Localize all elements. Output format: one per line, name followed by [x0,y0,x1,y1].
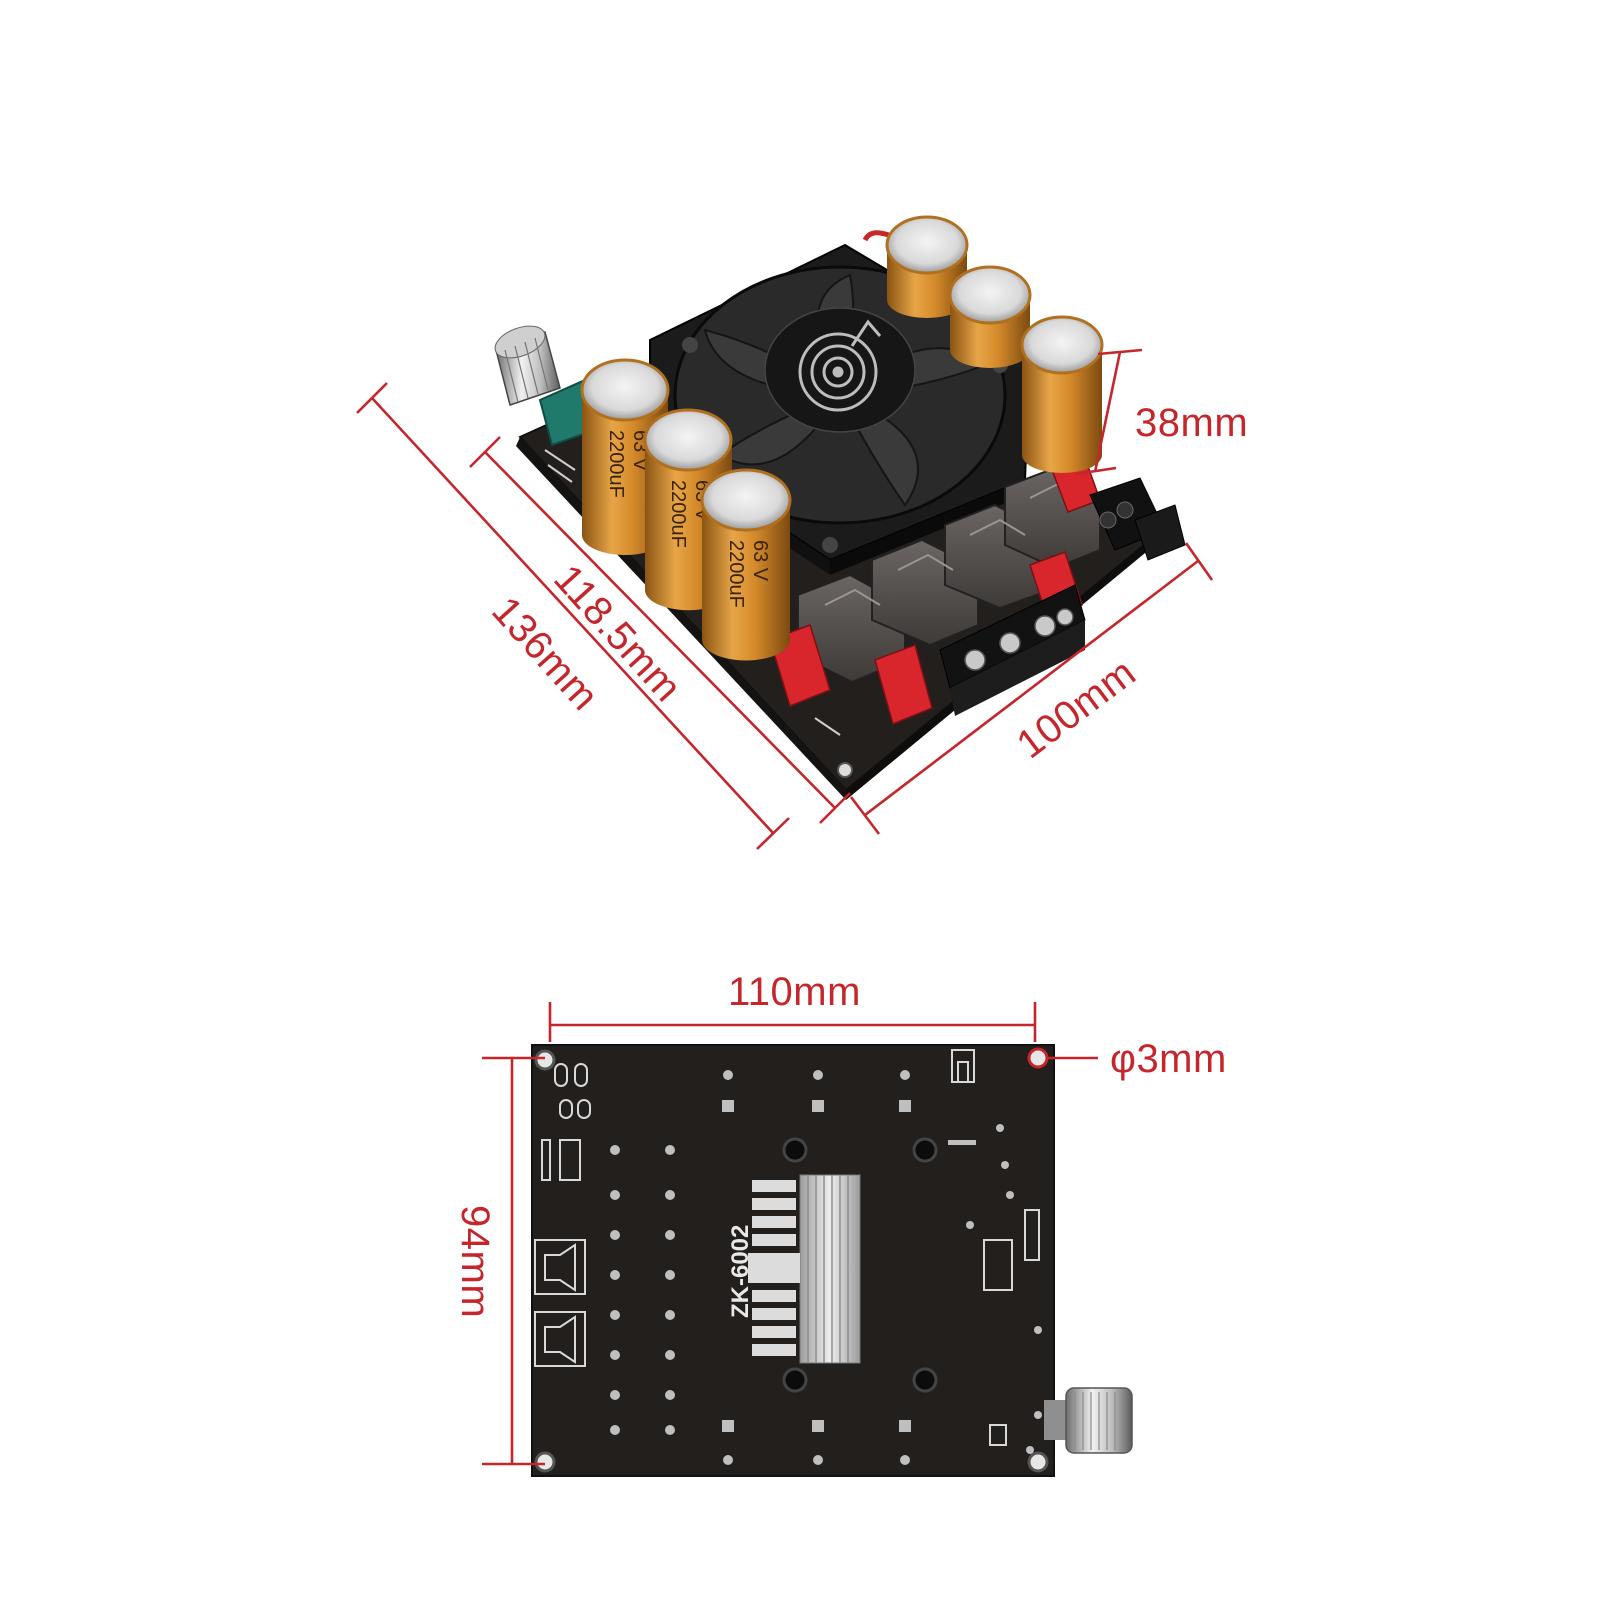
solder-pads [610,1070,911,1465]
speaker-right-icon [544,1315,576,1364]
mounting-hole-icon [1027,1047,1049,1069]
heatsink [748,1174,861,1364]
capacitors-left-row: 2200uF 63 V 2200uF 63 V 2200uF 63 V [580,358,792,661]
dim-height-label: 38mm [1135,401,1248,445]
mounting-hole-icon [1027,1451,1049,1473]
capacitor-capacitance-label: 2200uF [725,540,747,608]
mounting-hole-icon [534,1049,556,1071]
speaker-left-icon [544,1243,576,1292]
corner-mounting-holes [534,1047,1049,1473]
dimension-lines-top [356,348,1214,850]
bottom-pads-right [948,1124,1042,1454]
power-connector [1089,477,1186,561]
capacitor [885,215,969,318]
dim-bottom-height-label: 94mm [453,1205,497,1318]
capacitors-right-row [885,215,1104,473]
volume-knob-bottom [1044,1387,1133,1454]
board-model-label: ZK-6002 [727,1225,754,1318]
dim-bottom-width-label: 110mm [728,970,861,1014]
capacitor-voltage-label: 63 V [749,540,771,582]
capacitor-capacitance-label: 2200uF [605,430,627,498]
dimension-lines-bottom [482,1002,1098,1466]
capacitor [1020,315,1104,473]
speaker-terminals [939,584,1086,716]
capacitor [948,265,1032,368]
top-view: 2200uF 63 V 2200uF 63 V 2200uF 63 V [356,215,1248,850]
capacitor-capacitance-label: 2200uF [667,480,689,548]
heatsink-screws [782,1137,938,1393]
silkscreen-marks [544,449,841,736]
mounting-hole-icon [837,762,853,778]
fan-logo-icon [798,319,882,412]
bottom-silkscreen-left [534,1063,591,1367]
volume-knob [494,325,597,447]
bottom-silkscreen-right [951,1049,1040,1446]
capacitor: 2200uF 63 V [700,468,792,661]
dim-hole-diameter-label: φ3mm [1110,1037,1227,1081]
output-inductors [797,466,1101,684]
bottom-view: ZK-6002 [453,970,1227,1477]
mounting-hole-icon [534,1451,556,1473]
